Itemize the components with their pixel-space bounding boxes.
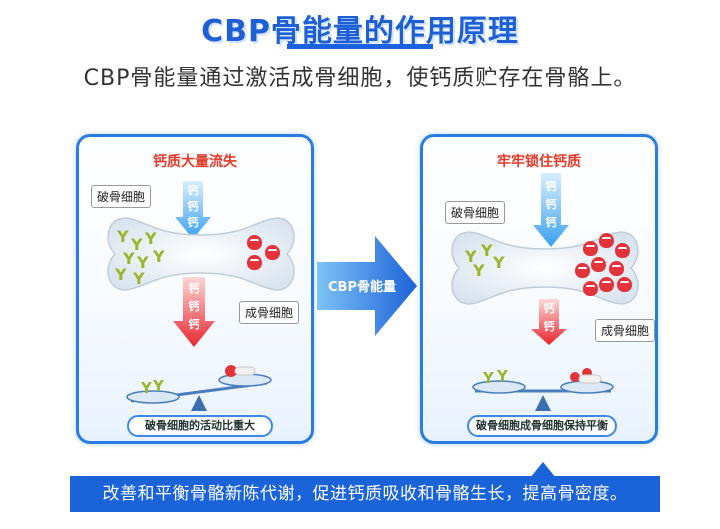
right-panel-calcium-locked: 牢牢锁住钙质 破骨细胞 钙 钙 钙 Y Y Y Y [420,134,658,444]
svg-text:Y: Y [140,379,153,397]
left-top-arrow-char-3: 钙 [187,216,199,229]
right-panel-title: 牢牢锁住钙质 [497,154,581,170]
right-calcium-in-arrow-icon [533,173,569,247]
title-underline [287,44,433,49]
osteoclast-cell-icon: Y [145,229,157,248]
left-panel-calcium-loss: 钙质大量流失 破骨细胞 钙 钙 钙 Y Y Y Y Y Y Y Y [76,134,314,444]
left-tilted-scale-icon: Y Y [126,365,272,411]
osteoblast-cell-icon [583,241,598,256]
osteoblast-cell-icon [615,243,630,258]
osteoclast-cell-icon: Y [117,227,129,246]
cbp-transition-arrow-icon [317,236,417,336]
osteoblast-cell-icon [575,263,590,278]
right-osteoblast-label: 成骨细胞 [595,319,655,342]
left-calcium-in-arrow-icon [175,181,211,239]
right-bottom-arrow-char-2: 钙 [543,320,555,333]
left-top-arrow-char-2: 钙 [187,200,199,213]
osteoclast-cell-icon: Y [493,253,505,272]
right-balanced-scale-icon: Y Y [472,367,614,411]
right-calcium-out-arrow-icon [531,299,567,345]
summary-banner: 改善和平衡骨骼新陈代谢，促进钙质吸收和骨骼生长，提高骨密度。 [70,476,660,512]
osteoblast-cell-icon [247,235,262,250]
left-osteoblast-label: 成骨细胞 [239,301,300,324]
osteoclast-cell-icon: Y [123,249,135,268]
right-caption-pill: 破骨细胞成骨细胞保持平衡 [467,415,617,437]
svg-text:Y: Y [152,377,165,395]
osteoclast-cell-icon: Y [131,235,143,254]
right-osteoclast-label: 破骨细胞 [445,201,506,224]
svg-text:Y: Y [482,369,495,387]
osteoclast-cell-icon: Y [153,247,165,266]
osteoclast-cell-icon: Y [115,265,127,284]
osteoblast-cell-icon [583,281,598,296]
osteoclast-cell-icon: Y [473,261,485,280]
left-caption-pill: 破骨细胞的活动比重大 [127,415,273,437]
page-subtitle: CBP骨能量通过激活成骨细胞，使钙质贮存在骨骼上。 [83,66,637,91]
cbp-arrow-label: CBP骨能量 [328,280,396,295]
left-panel-title: 钙质大量流失 [153,154,237,170]
left-osteoclast-label: 破骨细胞 [91,185,152,208]
osteoclast-cell-icon: Y [137,253,149,272]
osteoclast-cell-icon: Y [481,241,493,260]
osteoblast-cell-icon [265,245,280,260]
right-top-arrow-char-1: 钙 [545,180,557,193]
svg-text:Y: Y [496,367,509,385]
left-bottom-arrow-char-2: 钙 [188,300,200,313]
osteoblast-cell-icon [599,233,614,248]
osteoblast-cell-icon [591,257,606,272]
left-calcium-out-arrow-icon [173,277,215,347]
osteoblast-cell-icon [617,277,632,292]
osteoclast-cell-icon: Y [133,269,145,288]
osteoblast-cell-icon [247,255,262,270]
right-top-arrow-char-2: 钙 [545,198,557,211]
osteoblast-cell-icon [599,277,614,292]
osteoblast-cell-icon [609,261,624,276]
right-top-arrow-char-3: 钙 [545,216,557,229]
osteoclast-cell-icon: Y [465,247,477,266]
left-top-arrow-char-1: 钙 [187,184,199,197]
banner-pointer-icon [530,462,556,478]
left-bottom-arrow-char-1: 钙 [188,282,200,295]
right-bottom-arrow-char-1: 钙 [543,302,555,315]
left-bone-icon [107,217,295,291]
left-bottom-arrow-char-3: 钙 [188,318,200,331]
page-title: CBP骨能量的作用原理 [201,14,519,49]
